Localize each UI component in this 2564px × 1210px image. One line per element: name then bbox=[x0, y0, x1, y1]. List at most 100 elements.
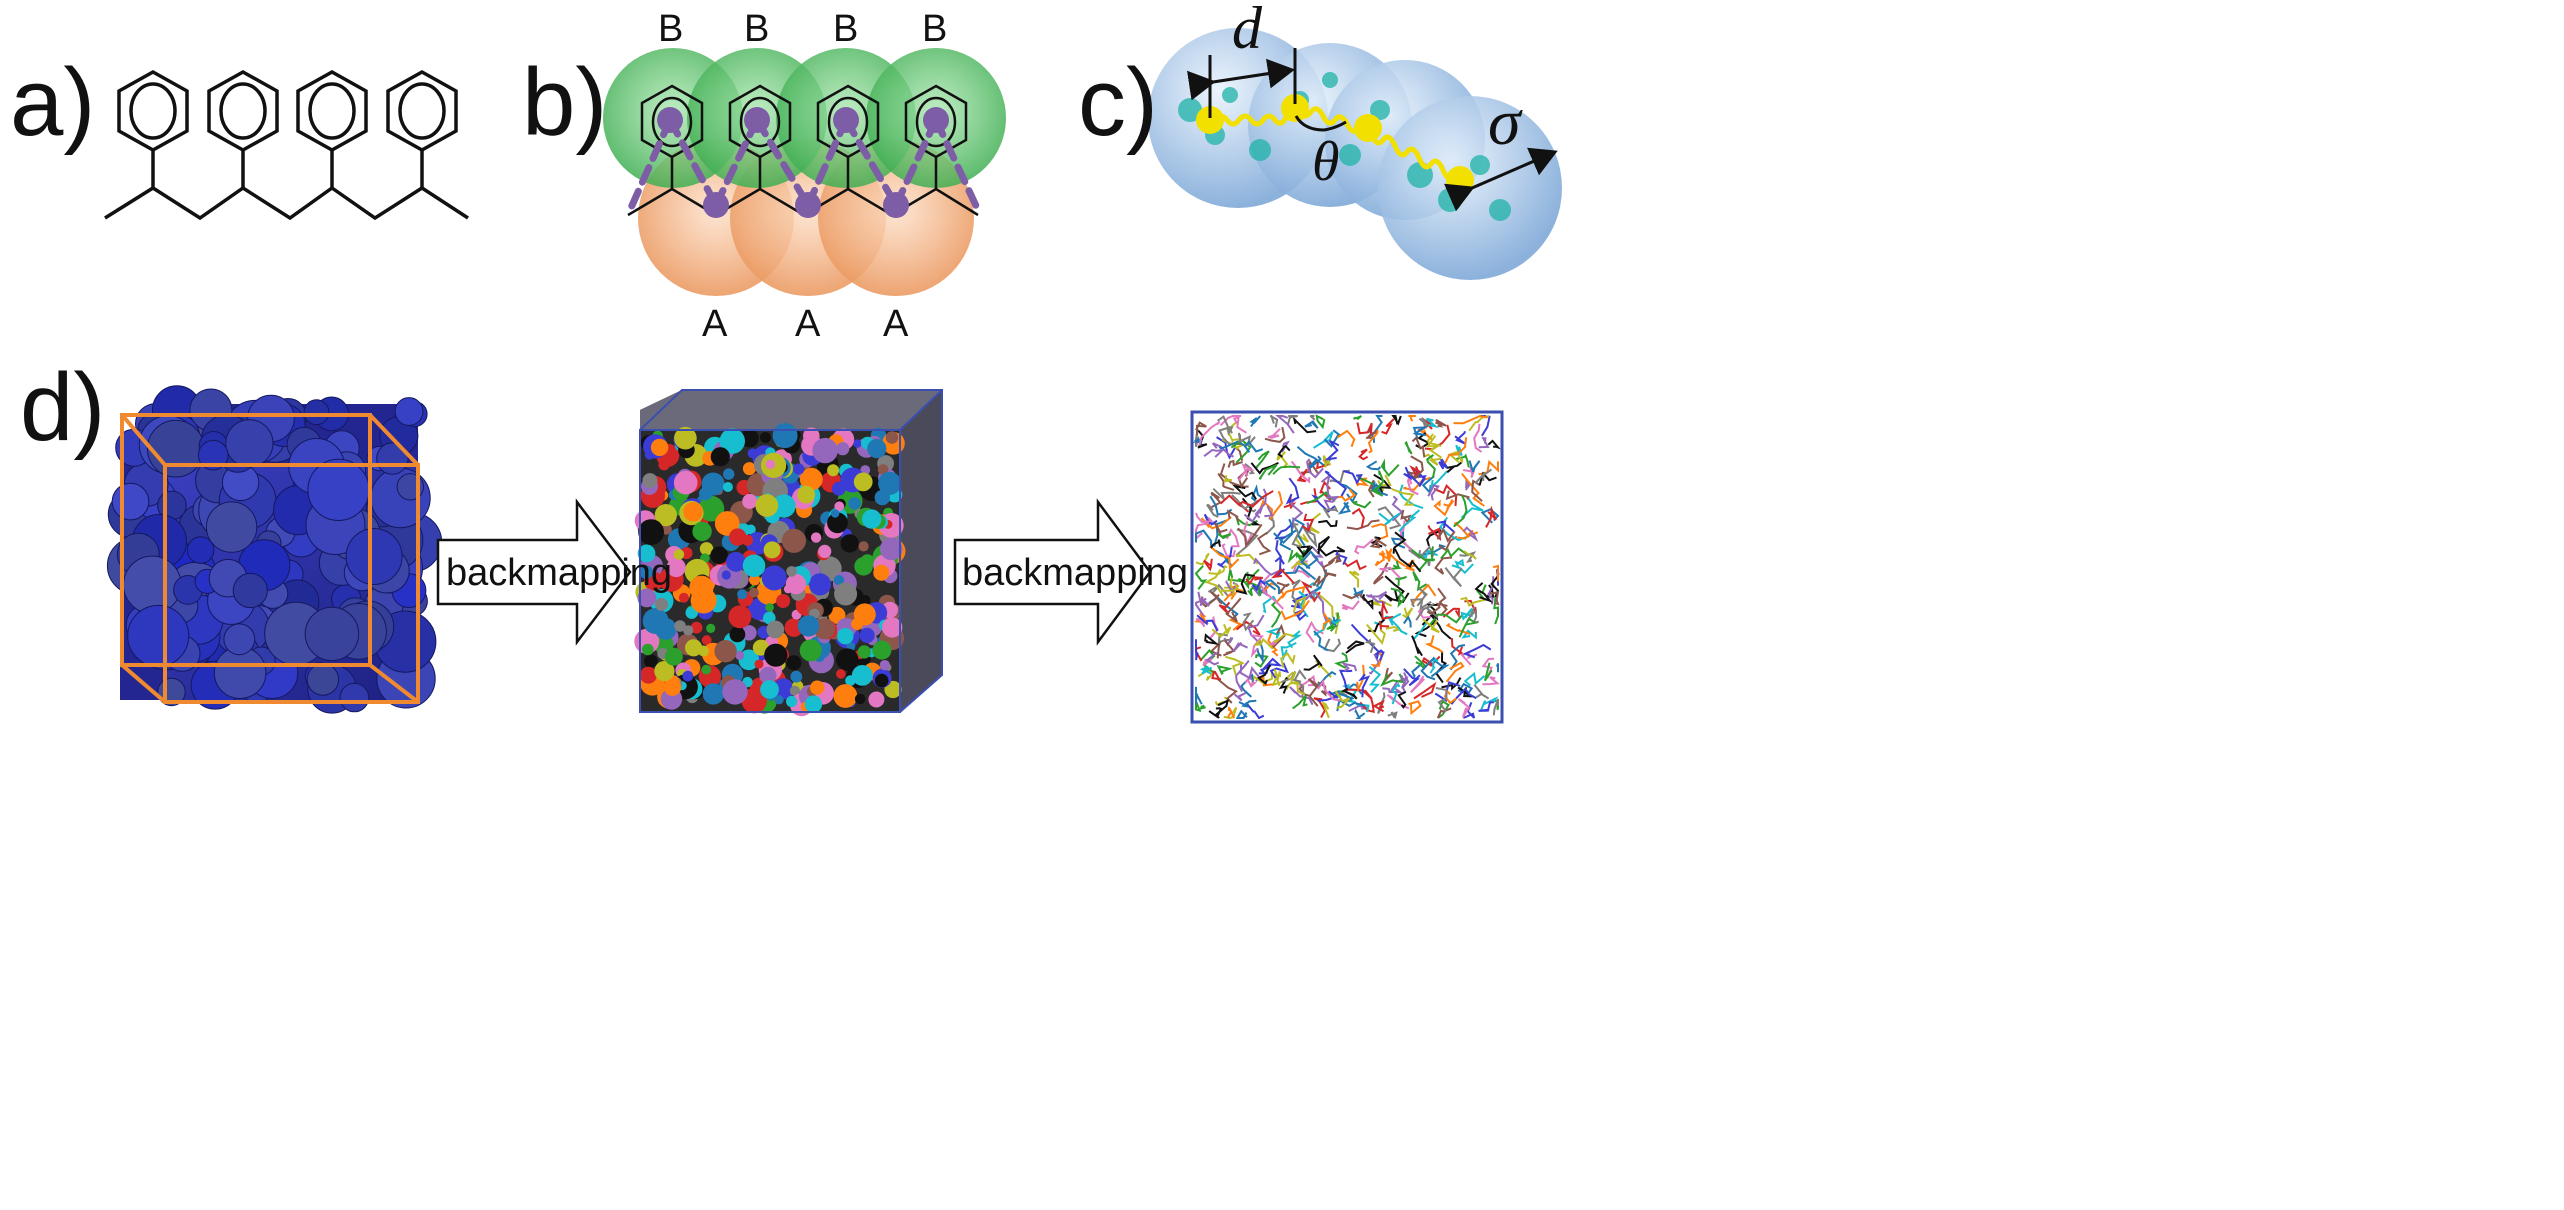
polymer-strand bbox=[1231, 494, 1259, 510]
cg-bead bbox=[394, 397, 424, 426]
backmapping-arrow bbox=[436, 498, 632, 646]
cg-bond bbox=[892, 116, 940, 209]
polymer-strand bbox=[1195, 552, 1210, 566]
polymer-strand bbox=[1408, 700, 1422, 716]
polymer-strand bbox=[1262, 595, 1277, 614]
polymer-strand bbox=[1194, 522, 1210, 541]
polymer-strand bbox=[1196, 614, 1219, 632]
polymer-strand bbox=[1492, 564, 1499, 582]
polymer-strand bbox=[1313, 431, 1334, 449]
polymer-strand bbox=[1385, 548, 1406, 567]
polymer-blob bbox=[854, 693, 866, 705]
polymer-strand bbox=[1269, 415, 1279, 428]
polymer-blob bbox=[714, 640, 737, 663]
polymer-strand bbox=[1303, 654, 1323, 671]
polymer-strand bbox=[1454, 431, 1466, 445]
polymer-strand bbox=[1204, 568, 1224, 597]
polymer-blob bbox=[857, 645, 871, 659]
polymer-strand bbox=[1274, 539, 1283, 563]
polymer-strand bbox=[1216, 664, 1234, 675]
polymer-strand bbox=[1464, 599, 1477, 614]
polymer-strand bbox=[1404, 440, 1413, 455]
polymer-strand bbox=[1211, 670, 1222, 681]
polymer-blob bbox=[673, 470, 698, 495]
polymer-blob bbox=[874, 673, 889, 688]
polymer-blob bbox=[741, 687, 767, 714]
polymer-strand bbox=[1381, 418, 1395, 435]
polymer-strand bbox=[1226, 706, 1236, 719]
polymer-strand bbox=[1436, 520, 1455, 533]
polymer-strand bbox=[1468, 460, 1481, 473]
polymer-strand bbox=[1289, 686, 1314, 706]
polymer-strand bbox=[1301, 526, 1318, 549]
polymer-strand bbox=[1292, 416, 1317, 434]
polymer-strand bbox=[1370, 536, 1383, 548]
polymer-blob bbox=[836, 669, 846, 679]
polymer-strand bbox=[1400, 509, 1412, 525]
polymer-blob bbox=[760, 680, 779, 699]
polymer-strand bbox=[1226, 509, 1240, 522]
polymer-strand bbox=[1285, 680, 1306, 695]
polymer-strand bbox=[1400, 672, 1410, 690]
polymer-strand bbox=[1267, 428, 1281, 440]
benzene-ring bbox=[640, 84, 704, 159]
polymer-strand bbox=[1402, 607, 1414, 620]
polymer-blob bbox=[812, 437, 838, 464]
polymer-strand bbox=[1205, 651, 1220, 666]
polymer-blob bbox=[673, 549, 685, 560]
polymer-strand bbox=[1317, 690, 1339, 702]
bead-label-b: B bbox=[744, 8, 770, 50]
polymer-strand bbox=[1482, 676, 1500, 686]
polymer-strand bbox=[1462, 643, 1492, 659]
cg-site bbox=[1196, 106, 1224, 134]
polymer-strand bbox=[1435, 418, 1447, 428]
polymer-strand bbox=[1426, 433, 1442, 447]
polymer-blob bbox=[723, 468, 735, 480]
polymer-strand bbox=[1233, 691, 1247, 702]
polymer-blob bbox=[701, 635, 712, 646]
polymer-strand bbox=[1290, 558, 1310, 570]
polymer-blob bbox=[654, 661, 675, 682]
polymer-blob bbox=[834, 501, 845, 512]
polymer-strand bbox=[1225, 655, 1246, 676]
polymer-strand bbox=[1290, 460, 1311, 484]
polymer-strand bbox=[1474, 582, 1494, 603]
polymer-strand bbox=[1336, 429, 1356, 448]
polymer-strand bbox=[1281, 671, 1302, 683]
polymer-blob bbox=[639, 666, 657, 684]
polymer-strand bbox=[1218, 601, 1231, 615]
polymer-blob bbox=[836, 648, 859, 671]
polymer-strand bbox=[1250, 484, 1265, 502]
panel-label-b: b) bbox=[522, 49, 608, 156]
polymer-blob bbox=[714, 511, 740, 536]
polymer-strand bbox=[1426, 454, 1436, 479]
polymer-blob bbox=[706, 623, 716, 634]
bead-label-a: A bbox=[795, 303, 821, 345]
benzene-ring bbox=[728, 84, 792, 159]
polymer-strand bbox=[1327, 552, 1342, 564]
cg-bead bbox=[225, 419, 274, 468]
polymer-strand bbox=[1297, 468, 1308, 483]
polymer-strand bbox=[1411, 635, 1423, 657]
polymer-blob bbox=[880, 537, 903, 561]
polymer-blob bbox=[853, 472, 873, 492]
polymer-strand bbox=[1478, 701, 1494, 712]
polymer-strand bbox=[1243, 507, 1263, 524]
cg-bond bbox=[712, 116, 761, 209]
polymer-strand bbox=[1449, 644, 1466, 671]
polymer-strand bbox=[1460, 496, 1484, 519]
polymer-strand bbox=[1209, 590, 1223, 605]
polymer-strand bbox=[1308, 455, 1322, 470]
polymer-strand bbox=[1269, 662, 1289, 679]
cg-bead bbox=[146, 419, 205, 478]
cg-model bbox=[1148, 28, 1562, 280]
polymer-strand bbox=[1292, 560, 1311, 579]
polymer-blob bbox=[759, 666, 777, 685]
polymer-strand bbox=[1322, 612, 1332, 631]
polymer-blob bbox=[833, 684, 858, 708]
polymer-strand bbox=[1195, 512, 1214, 524]
polymer-strand bbox=[1458, 617, 1478, 638]
polymer-strand bbox=[1345, 640, 1365, 654]
polymer-strand bbox=[1247, 582, 1262, 597]
polymer-blob bbox=[853, 439, 862, 448]
